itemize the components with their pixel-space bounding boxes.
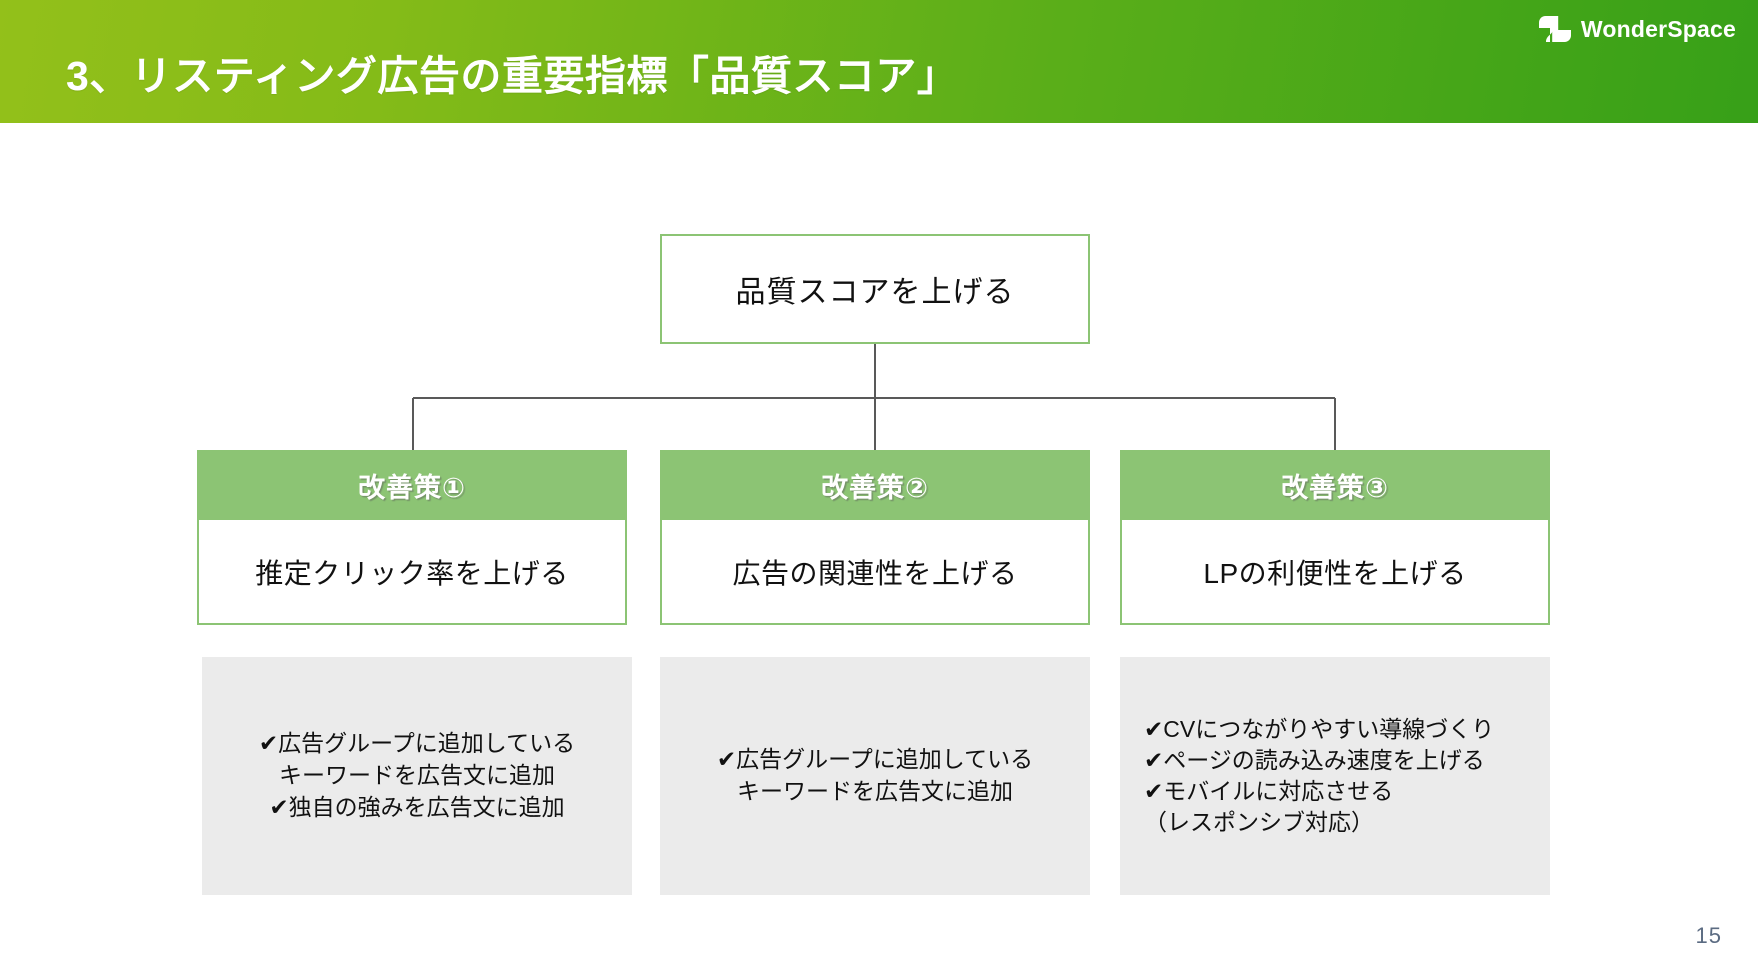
branch-body-label-1: 推定クリック率を上げる (255, 557, 569, 589)
branch-body-label-2: 広告の関連性を上げる (732, 557, 1018, 589)
brand-logo-text: WonderSpace (1580, 15, 1736, 42)
diagram-branch-3: 改善策③ LPの利便性を上げる (1120, 450, 1550, 625)
slide-header-bar: 3、リスティング広告の重要指標「品質スコア」 WonderSpace (0, 0, 1758, 123)
branch-card-body-1: 推定クリック率を上げる (197, 520, 627, 625)
list-item: ✔広告グループに追加している キーワードを広告文に追加 (258, 730, 576, 789)
list-item: ✔モバイルに対応させる （レスポンシブ対応） (1144, 778, 1394, 835)
branch-notes-3: ✔CVにつながりやすい導線づくり ✔ページの読み込み速度を上げる ✔モバイルに対… (1120, 657, 1550, 895)
diagram-root-label: 品質スコアを上げる (735, 276, 1015, 309)
page-number: 15 (1695, 923, 1722, 948)
list-item: ✔ページの読み込み速度を上げる (1144, 747, 1485, 774)
branch-card-header-2: 改善策② (660, 450, 1090, 520)
branch-card-1: 改善策① 推定クリック率を上げる (197, 450, 627, 625)
branch-notes-list-1: ✔広告グループに追加している キーワードを広告文に追加 ✔独自の強みを広告文に追… (202, 728, 632, 823)
branch-card-body-2: 広告の関連性を上げる (660, 520, 1090, 625)
branch-head-label-3: 改善策③ (1281, 472, 1389, 503)
branch-card-header-1: 改善策① (197, 450, 627, 520)
diagram-root-node: 品質スコアを上げる (660, 234, 1090, 344)
diagram-branch-1: 改善策① 推定クリック率を上げる (197, 450, 627, 625)
branch-notes-list-2: ✔広告グループに追加している キーワードを広告文に追加 (660, 744, 1090, 807)
branch-card-header-3: 改善策③ (1120, 450, 1550, 520)
branch-card-3: 改善策③ LPの利便性を上げる (1120, 450, 1550, 625)
org-diagram: 品質スコアを上げる 改善策① 推定クリック率を上げる (0, 123, 1758, 967)
branch-notes-list-3: ✔CVにつながりやすい導線づくり ✔ページの読み込み速度を上げる ✔モバイルに対… (1120, 714, 1550, 837)
list-item: ✔広告グループに追加している キーワードを広告文に追加 (716, 746, 1034, 804)
brand-logo: WonderSpace (1538, 14, 1736, 44)
branch-head-label-1: 改善策① (358, 472, 466, 503)
branch-body-label-3: LPの利便性を上げる (1203, 557, 1467, 589)
branch-card-2: 改善策② 広告の関連性を上げる (660, 450, 1090, 625)
list-item: ✔CVにつながりやすい導線づくり (1144, 716, 1495, 743)
diagram-branch-2: 改善策② 広告の関連性を上げる (660, 450, 1090, 625)
branch-head-label-2: 改善策② (821, 472, 929, 503)
list-item: ✔独自の強みを広告文に追加 (269, 793, 565, 820)
branch-notes-1: ✔広告グループに追加している キーワードを広告文に追加 ✔独自の強みを広告文に追… (202, 657, 632, 895)
branch-card-body-3: LPの利便性を上げる (1120, 520, 1550, 625)
wonderspace-logo-mark-icon (1538, 16, 1571, 42)
page-title: 3、リスティング広告の重要指標「品質スコア」 (66, 53, 959, 99)
branch-notes-2: ✔広告グループに追加している キーワードを広告文に追加 (660, 657, 1090, 895)
